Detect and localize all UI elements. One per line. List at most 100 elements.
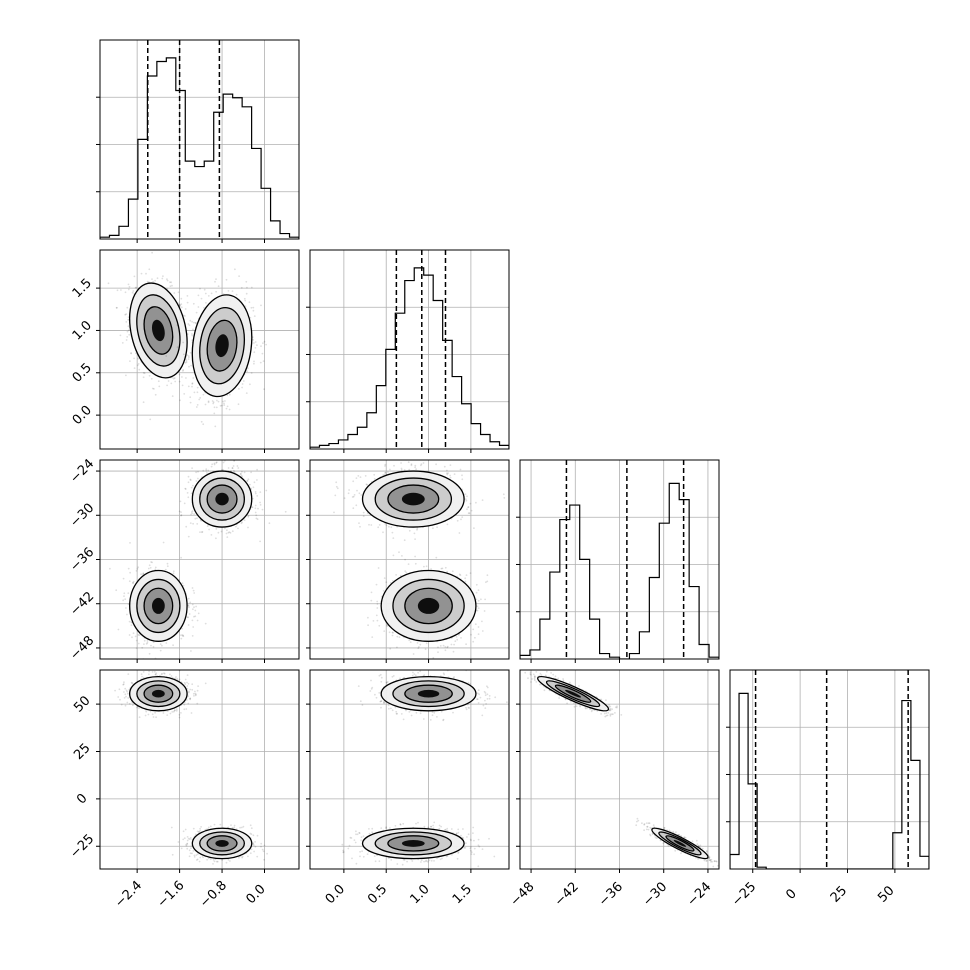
sample-point xyxy=(231,467,234,469)
sample-point xyxy=(156,277,159,280)
sample-point xyxy=(343,497,346,500)
sample-point xyxy=(126,336,129,338)
sample-point xyxy=(417,647,420,650)
sample-point xyxy=(126,330,129,333)
sample-point xyxy=(486,574,489,577)
sample-point xyxy=(378,624,381,627)
sample-point xyxy=(391,634,394,637)
sample-point xyxy=(169,281,171,284)
sample-point xyxy=(235,525,237,528)
sample-point xyxy=(193,321,195,324)
sample-point xyxy=(367,616,369,619)
sample-point xyxy=(465,643,467,646)
sample-point xyxy=(202,469,205,472)
sample-point xyxy=(377,567,380,569)
sample-point xyxy=(146,280,149,283)
sample-point xyxy=(470,633,472,636)
sample-point xyxy=(215,406,218,409)
sample-point xyxy=(268,522,271,525)
sample-point xyxy=(147,567,150,570)
sample-point xyxy=(196,391,199,394)
sample-point xyxy=(131,636,133,639)
sample-point xyxy=(183,393,186,395)
sample-point xyxy=(376,607,379,609)
sample-point xyxy=(194,321,197,324)
sample-point xyxy=(151,251,154,254)
sample-point xyxy=(180,637,183,640)
scatter-points xyxy=(333,460,506,667)
sample-point xyxy=(477,599,480,602)
corner-panels: 0.00.51.01.5−48−42−36−30−24−2502550−2.4−… xyxy=(67,39,930,911)
sample-point xyxy=(190,511,193,513)
sample-point xyxy=(384,523,386,525)
sample-point xyxy=(357,475,360,477)
sample-point xyxy=(162,541,165,544)
sample-point xyxy=(152,280,155,283)
y-tick-label: 0.5 xyxy=(70,361,95,386)
sample-point xyxy=(226,536,229,538)
sample-point xyxy=(188,606,190,608)
sample-point xyxy=(252,306,255,309)
sample-point xyxy=(437,646,439,649)
sample-point xyxy=(127,318,130,321)
sample-point xyxy=(186,295,189,297)
sample-point xyxy=(191,334,194,337)
sample-point xyxy=(176,324,179,326)
sample-point xyxy=(392,537,395,539)
sample-point xyxy=(424,648,427,651)
sample-point xyxy=(387,471,389,473)
sample-point xyxy=(429,665,431,667)
sample-point xyxy=(194,615,197,618)
sample-point xyxy=(251,506,254,509)
sample-point xyxy=(165,355,168,357)
sample-point xyxy=(143,372,146,375)
sample-point xyxy=(412,653,415,655)
sample-point xyxy=(191,635,194,637)
sample-point xyxy=(265,343,267,346)
sample-point xyxy=(418,646,420,648)
sample-point xyxy=(127,592,130,595)
sample-point xyxy=(182,353,185,356)
sample-point xyxy=(210,292,213,295)
sample-point xyxy=(137,363,140,365)
sample-point xyxy=(132,580,135,583)
sample-point xyxy=(390,526,393,529)
sample-point xyxy=(376,603,379,605)
sample-point xyxy=(383,473,386,476)
sample-point xyxy=(188,356,190,359)
sample-point xyxy=(197,612,200,615)
sample-point xyxy=(187,385,190,388)
sample-point xyxy=(256,344,258,347)
sample-point xyxy=(189,479,192,481)
sample-point xyxy=(150,644,152,647)
sample-point xyxy=(187,604,190,607)
sample-point xyxy=(237,403,240,406)
sample-point xyxy=(375,583,378,586)
sample-point xyxy=(178,373,181,376)
sample-point xyxy=(122,599,125,602)
sample-point xyxy=(284,510,287,513)
sample-point xyxy=(204,622,207,625)
sample-point xyxy=(409,641,412,643)
sample-point xyxy=(347,492,350,495)
sample-point xyxy=(455,636,458,638)
sample-point xyxy=(193,615,195,618)
sample-point xyxy=(407,461,410,464)
sample-point xyxy=(470,509,473,512)
sample-point xyxy=(486,580,489,583)
sample-point xyxy=(243,471,246,474)
sample-point xyxy=(154,279,157,282)
sample-point xyxy=(359,525,361,528)
sample-point xyxy=(133,275,136,278)
sample-point xyxy=(187,358,190,360)
sample-point xyxy=(151,278,153,280)
sample-point xyxy=(193,391,196,394)
sample-point xyxy=(191,320,194,323)
sample-point xyxy=(151,387,154,390)
sample-point xyxy=(408,639,411,642)
sample-point xyxy=(172,572,175,575)
sample-point xyxy=(172,644,175,647)
sample-point xyxy=(199,397,202,399)
sample-point xyxy=(127,567,130,570)
sample-point xyxy=(234,268,236,271)
